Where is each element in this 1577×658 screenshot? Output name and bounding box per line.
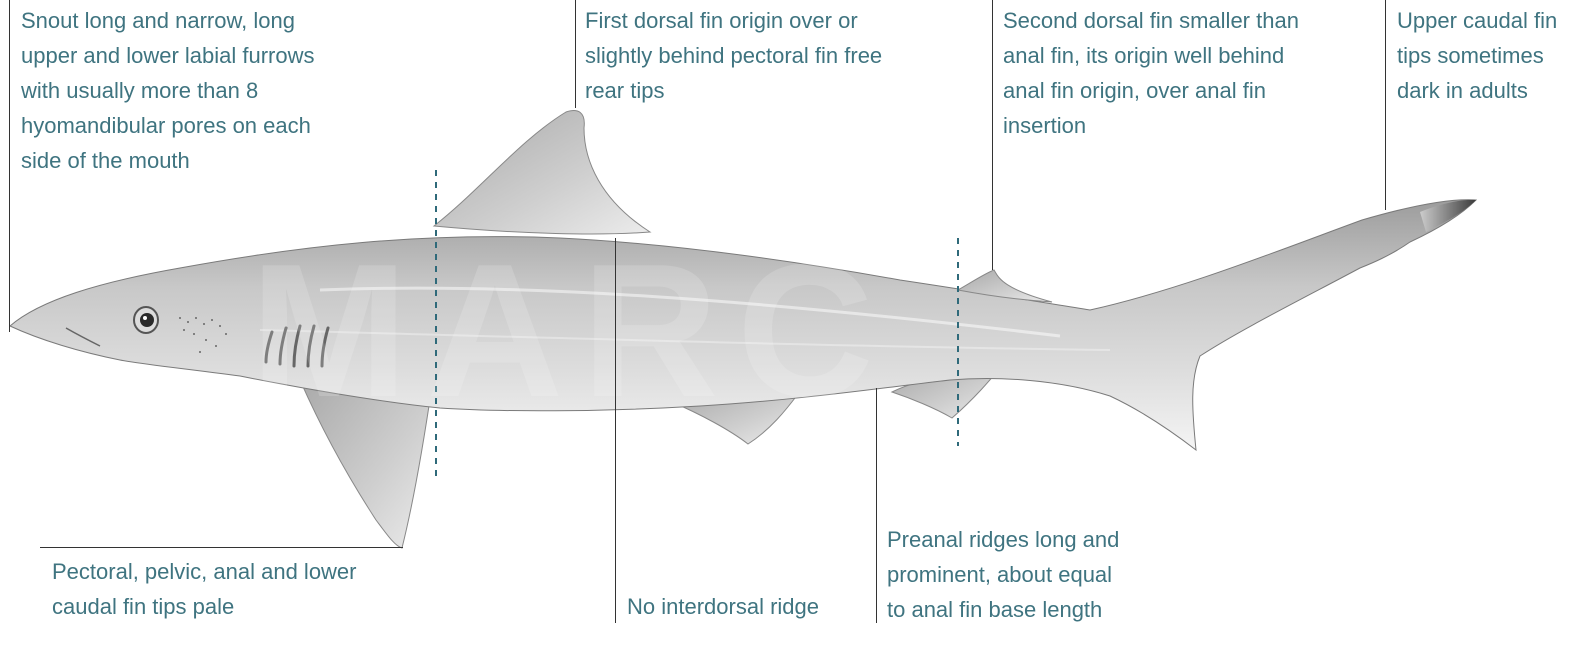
annotation-caudal-tips: Upper caudal fin tips sometimes dark in …: [1397, 3, 1557, 108]
leader-fin-tips: [40, 547, 403, 548]
leader-snout: [9, 0, 10, 332]
leader-interdorsal: [615, 238, 616, 623]
first-dorsal-fin: [434, 111, 650, 234]
annotation-interdorsal: No interdorsal ridge: [627, 589, 819, 624]
annotation-second-dorsal: Second dorsal fin smaller than anal fin,…: [1003, 3, 1299, 143]
annotation-first-dorsal: First dorsal fin origin over or slightly…: [585, 3, 882, 108]
leader-second-dorsal: [992, 0, 993, 270]
leader-caudal-tips: [1385, 0, 1386, 210]
annotation-fin-tips: Pectoral, pelvic, anal and lower caudal …: [52, 554, 357, 624]
leader-preanal: [876, 388, 877, 623]
annotation-snout: Snout long and narrow, long upper and lo…: [21, 3, 315, 178]
annotation-preanal: Preanal ridges long and prominent, about…: [887, 522, 1119, 627]
leader-first-dorsal: [575, 0, 576, 108]
